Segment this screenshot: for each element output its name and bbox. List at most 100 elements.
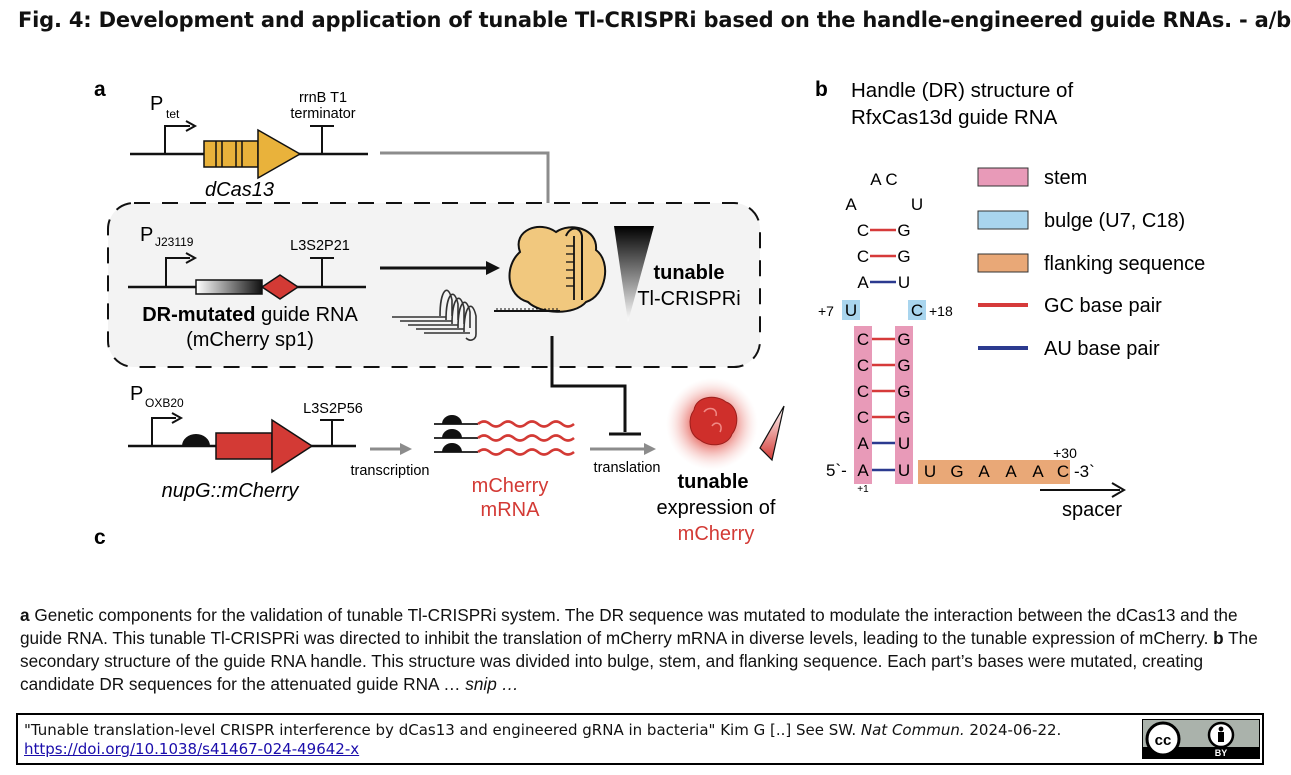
legend-label-gc: GC base pair [1044, 295, 1162, 317]
five-prime: 5`- [826, 461, 847, 480]
cc-by-license-badge[interactable]: cc BY [1142, 719, 1260, 759]
base-left: A [857, 461, 869, 480]
expression-wedge [759, 405, 785, 462]
figure-caption: a Genetic components for the validation … [20, 604, 1265, 696]
upper-pair-3-right: U [898, 273, 910, 292]
svg-text:cc: cc [1155, 732, 1172, 749]
upper-pair-1-left: C [857, 221, 869, 240]
mcherry-gene [215, 432, 273, 460]
base-right: U [898, 461, 910, 480]
mcherry-protein-icon [666, 378, 758, 470]
stem-pair-4-right: G [897, 408, 910, 427]
three-prime: -3` [1074, 462, 1095, 481]
panel-b-heading-1: Handle (DR) structure of [851, 79, 1073, 102]
ptet-label: P [150, 93, 163, 115]
doi-link[interactable]: https://doi.org/10.1038/s41467-024-49642… [24, 740, 360, 758]
caption-a-text: Genetic components for the validation of… [20, 605, 1238, 648]
flanking-box [918, 460, 1070, 484]
caption-snip: snip … [465, 674, 519, 694]
bulge-right-box [908, 300, 926, 320]
bulge-left-pos: +7 [818, 303, 834, 319]
structure-legend: stem bulge (U7, C18) flanking sequence G… [977, 167, 1205, 360]
bulge-left: U [845, 301, 857, 320]
stem-pair-2-right: G [897, 356, 910, 375]
loop-u: U [911, 195, 923, 214]
position-30: +30 [1053, 445, 1077, 461]
stem-pair-1-left: C [857, 330, 869, 349]
citation-box: "Tunable translation-level CRISPR interf… [16, 713, 1264, 765]
flank-base-1: U [924, 462, 936, 481]
dcas13-complex-icon [494, 225, 606, 313]
stem-pair-1-right: G [897, 330, 910, 349]
flank-base-4: A [1005, 462, 1017, 481]
svg-text:DR-mutated guide RNA: DR-mutated guide RNA [142, 304, 358, 326]
panel-c-letter: c [94, 526, 106, 549]
expression-label-1: tunable [677, 471, 748, 493]
dcas13-label: dCas13 [205, 179, 274, 201]
legend-swatch-stem [977, 167, 1029, 187]
flank-base-6: C [1057, 462, 1069, 481]
stem-left-box [854, 326, 872, 484]
hairpin-structure: A C A U C G C G A U U +7 C +18 C G C G C… [818, 170, 1126, 521]
legend-label-stem: stem [1044, 167, 1087, 189]
citation-journal: Nat Commun. [860, 721, 965, 739]
citation-date: 2024-06-22. [964, 721, 1062, 739]
bulge-left-box [842, 300, 860, 320]
tlcrispri-label: Tl-CRISPRi [637, 288, 740, 310]
legend-label-bulge: bulge (U7, C18) [1044, 210, 1185, 232]
upper-pair-1-right: G [897, 221, 910, 240]
upper-pair-2-right: G [897, 247, 910, 266]
bulge-right: C [911, 301, 923, 320]
spacer-label: spacer [1062, 499, 1122, 521]
l3s2p56-label: L3S2P56 [303, 401, 363, 417]
citation-title: "Tunable translation-level CRISPR interf… [24, 721, 861, 739]
poxb20-subscript: OXB20 [145, 396, 184, 410]
tlcrispri-box [107, 202, 761, 368]
stem-pair-3-left: C [857, 382, 869, 401]
expression-label-3: mCherry [678, 523, 755, 545]
panel-a-letter: a [94, 78, 106, 101]
rbs-icon [182, 434, 210, 446]
cc-license-icon: cc BY [1143, 721, 1259, 758]
legend-label-au: AU base pair [1044, 338, 1160, 360]
flank-base-2: G [950, 462, 963, 481]
guide-rna-icon [392, 289, 477, 341]
legend-swatch-bulge [977, 210, 1029, 230]
panel-b-heading-2: RfxCas13d guide RNA [851, 106, 1058, 129]
mrna-label-1: mCherry [472, 475, 549, 497]
translation-label: translation [594, 460, 661, 476]
caption-b-letter: b [1213, 628, 1224, 648]
figure-graphic: a P tet rrnB T1 terminator dCas13 P J231… [94, 78, 1205, 549]
pj23119-label: P [140, 224, 153, 246]
loop-top: A C [870, 170, 897, 189]
upper-pair-3-left: A [857, 273, 869, 292]
promoter-gradient-block [195, 279, 263, 295]
stem-right-box [895, 326, 913, 484]
transcription-label: transcription [351, 463, 430, 479]
expression-label-2: expression of [657, 497, 776, 519]
dr-diamond [260, 274, 300, 300]
stem-pair-5-left: A [857, 434, 869, 453]
bulge-right-pos: +18 [929, 303, 953, 319]
ptet-subscript: tet [166, 107, 180, 121]
citation-text: "Tunable translation-level CRISPR interf… [24, 721, 1061, 759]
repression-line [550, 336, 627, 432]
legend-swatch-flanking [977, 253, 1029, 273]
stem-pair-2-left: C [857, 356, 869, 375]
stem-pair-5-right: U [898, 434, 910, 453]
stem-pair-4-left: C [857, 408, 869, 427]
caption-a-letter: a [20, 605, 30, 625]
guide-rna-text: guide RNA [256, 304, 359, 326]
guide-rna-construct: P J23119 L3S2P21 DR-mutated guide RNA (m… [128, 224, 366, 351]
dcas13-gene [203, 140, 259, 168]
legend-label-flanking: flanking sequence [1044, 253, 1205, 275]
poxb20-label: P [130, 383, 143, 405]
mcherry-sp1-label: (mCherry sp1) [186, 329, 314, 351]
mrna-label-2: mRNA [481, 499, 541, 521]
tunable-gradient-wedge [614, 226, 654, 322]
flank-base-3: A [978, 462, 990, 481]
l3s2p21-label: L3S2P21 [290, 238, 350, 254]
dcas13-construct: P tet rrnB T1 terminator dCas13 [130, 90, 368, 201]
terminator-word: terminator [290, 106, 355, 122]
upper-pair-2-left: C [857, 247, 869, 266]
